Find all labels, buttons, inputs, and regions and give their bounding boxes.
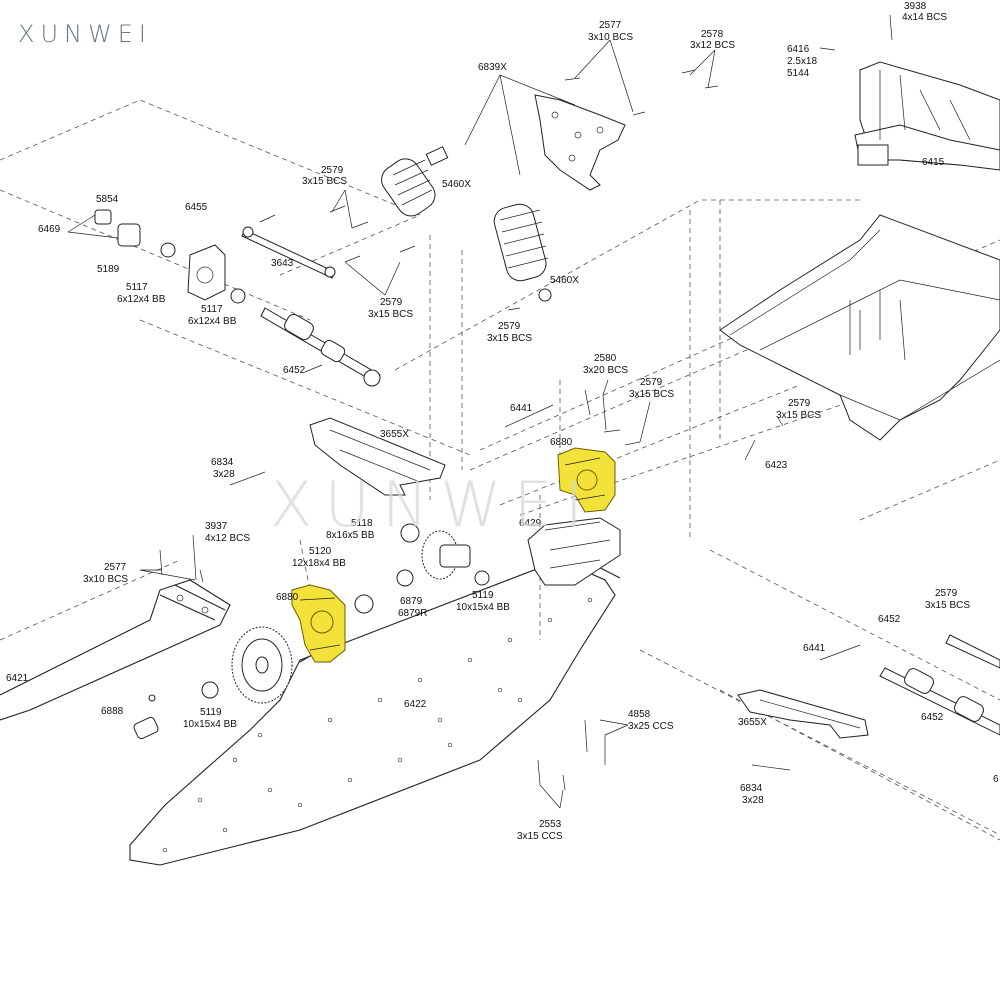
label: 2579 [788,398,811,409]
label: 2577 [104,562,127,573]
label: 6429 [519,518,542,529]
label: 3x15 BCS [629,389,674,400]
label: 3x12 BCS [690,40,735,51]
hub-assembly [94,209,246,304]
label: 6422 [404,699,427,710]
label: 6452 [283,365,306,376]
label: 6839X [478,62,507,73]
leader-lines [67,39,784,809]
label: 2579 [498,321,521,332]
label: 2580 [594,353,617,364]
label: 2579 [321,165,344,176]
screws [159,14,893,791]
label: 5118 [351,518,373,529]
brand-logo: XUNWEI [18,20,152,48]
label: 4x12 BCS [205,533,250,544]
label: 10x15x4 BB [456,602,510,613]
label: 2577 [599,20,622,31]
dashed-guide-lines [0,99,1000,841]
label: 6455 [185,202,208,213]
label: 6441 [803,643,826,654]
label: 6 [993,774,999,785]
label: 4858 [628,709,651,720]
driveshaft-lower [879,634,1000,736]
label: 6x12x4 BB [117,294,166,305]
part-labels: 3938 4x14 BCS 2577 3x10 BCS 2578 3x12 BC… [6,1,999,842]
turnbuckle [241,226,336,279]
label: 3x10 BCS [588,32,633,43]
label: 3x20 BCS [583,365,628,376]
shock-upper [381,146,449,217]
label: 5120 [309,546,332,557]
side-rail [0,579,231,721]
suspension-arm-upper [309,417,446,496]
label: 3938 [904,1,927,12]
label: 5144 [787,68,810,79]
label: 3x15 BCS [776,410,821,421]
label: 2579 [380,297,403,308]
rear-wing [854,61,1000,171]
label: 2553 [539,819,562,830]
label: 6x12x4 BB [188,316,237,327]
gearbox-housing-left [291,584,346,663]
spur-gear [231,626,293,704]
label: 6452 [878,614,901,625]
label: 5460X [442,179,471,190]
label: 3x15 BCS [487,333,532,344]
label: 5119 [472,590,494,601]
label: 5460X [550,275,579,286]
label: 3937 [205,521,228,532]
label: 6834 [211,457,234,468]
label: 4x14 BCS [902,12,947,23]
label: 3x25 CCS [628,721,674,732]
label: 12x18x4 BB [292,558,346,569]
label: 3x15 BCS [302,176,347,187]
watermark: XUNWEI [270,468,595,541]
label: 2579 [935,588,958,599]
driveshaft-upper [260,307,381,387]
label: 5189 [97,264,120,275]
label: 6834 [740,783,763,794]
gearbox-support [527,517,621,586]
label: 3643 [271,258,294,269]
shock-tower [534,94,626,191]
body-tub [719,214,1000,441]
label: 5119 [200,707,222,718]
label: 6416 [787,44,810,55]
label: 3x28 [742,795,764,806]
suspension-arm-lower [737,689,869,739]
label: 3655X [380,429,409,440]
differential [354,523,490,614]
label: 6888 [101,706,124,717]
label: 3x15 BCS [925,600,970,611]
label: 5117 [126,282,148,293]
label: 6469 [38,224,61,235]
label: 2.5x18 [787,56,817,67]
label: 6880 [276,592,299,603]
label: 6421 [6,673,29,684]
label: 10x15x4 BB [183,719,237,730]
label: 6423 [765,460,788,471]
label: 5854 [96,194,119,205]
label: 6441 [510,403,533,414]
label: 6879R [398,608,427,619]
chassis-holes [162,597,593,853]
label: 2578 [701,29,724,40]
label: 3x15 CCS [517,831,563,842]
label: 3x15 BCS [368,309,413,320]
label: 2579 [640,377,663,388]
label: 3x10 BCS [83,574,128,585]
gearbox-housing-right [557,447,616,513]
label: 3x28 [213,469,235,480]
label: 5117 [201,304,223,315]
label: 8x16x5 BB [326,530,375,541]
label: 6452 [921,712,944,723]
pinion-gear [133,681,219,740]
shock-lower [493,203,552,302]
label: 6879 [400,596,423,607]
label: 3655X [738,717,767,728]
label: 6880 [550,437,573,448]
label: 6415 [922,157,945,168]
